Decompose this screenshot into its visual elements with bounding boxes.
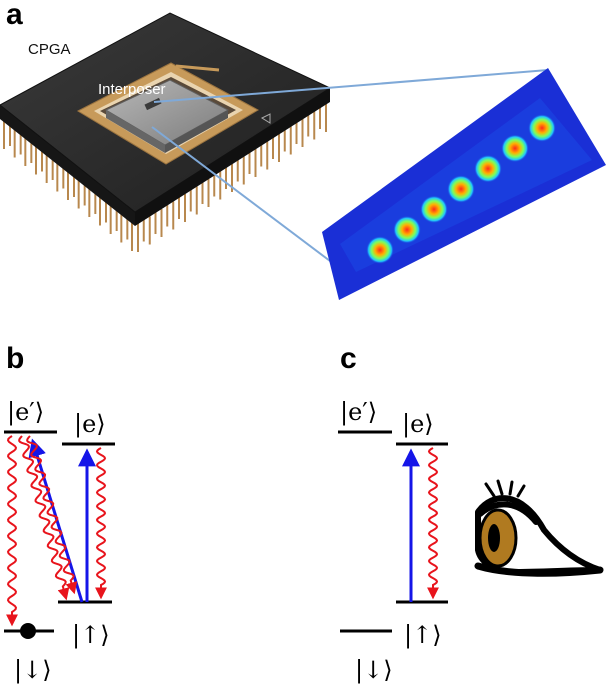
interposer-label: Interposer bbox=[98, 81, 166, 98]
trapped-ion bbox=[474, 154, 502, 183]
population-dot bbox=[20, 623, 36, 639]
trapped-ion bbox=[447, 175, 475, 203]
orientation-marker bbox=[260, 113, 271, 124]
ion-image bbox=[322, 68, 606, 300]
decay-arrow-e-prime-to-up bbox=[18, 435, 70, 601]
trapped-ion bbox=[501, 134, 529, 163]
gold-lead bbox=[175, 64, 220, 72]
panel-b-label: b bbox=[6, 342, 24, 375]
ion-chain bbox=[366, 114, 556, 264]
panel-c: c |e′⟩ |e⟩ |↑⟩ |↓⟩ bbox=[338, 342, 604, 685]
ket-down-c: |↓⟩ bbox=[355, 656, 393, 685]
pupil bbox=[488, 524, 500, 552]
trapped-ion bbox=[420, 195, 448, 224]
ket-e: |e⟩ bbox=[74, 410, 106, 439]
ket-e-prime-c: |e′⟩ bbox=[340, 398, 377, 427]
decay-arrow-c bbox=[427, 447, 439, 600]
panel-a-label: a bbox=[6, 0, 23, 31]
zoom-line-bottom bbox=[151, 126, 335, 265]
ket-up: |↑⟩ bbox=[72, 621, 110, 650]
ket-e-c: |e⟩ bbox=[402, 410, 434, 439]
ket-down: |↓⟩ bbox=[14, 656, 52, 685]
ket-up-c: |↑⟩ bbox=[404, 621, 442, 650]
trapped-ion bbox=[393, 215, 421, 244]
cpga-label: CPGA bbox=[28, 41, 71, 58]
trapped-ion bbox=[366, 236, 394, 264]
trapped-ion bbox=[528, 114, 556, 142]
zoom-line-top bbox=[153, 69, 549, 103]
ket-e-prime: |e′⟩ bbox=[7, 398, 44, 427]
panel-a: a CPGA Interposer bbox=[0, 0, 606, 300]
eye-icon bbox=[474, 479, 604, 577]
decay-arrow-e-to-up bbox=[95, 447, 107, 600]
cpga-chip-icon: CPGA Interposer bbox=[0, 12, 332, 252]
decay-arrow-e-prime-to-up-2 bbox=[26, 435, 78, 595]
decay-arrow-e-prime-to-down bbox=[6, 435, 18, 627]
panel-b: b |e′⟩ |e⟩ |↑⟩ |↓⟩ bbox=[4, 342, 115, 685]
panel-c-label: c bbox=[340, 342, 357, 375]
